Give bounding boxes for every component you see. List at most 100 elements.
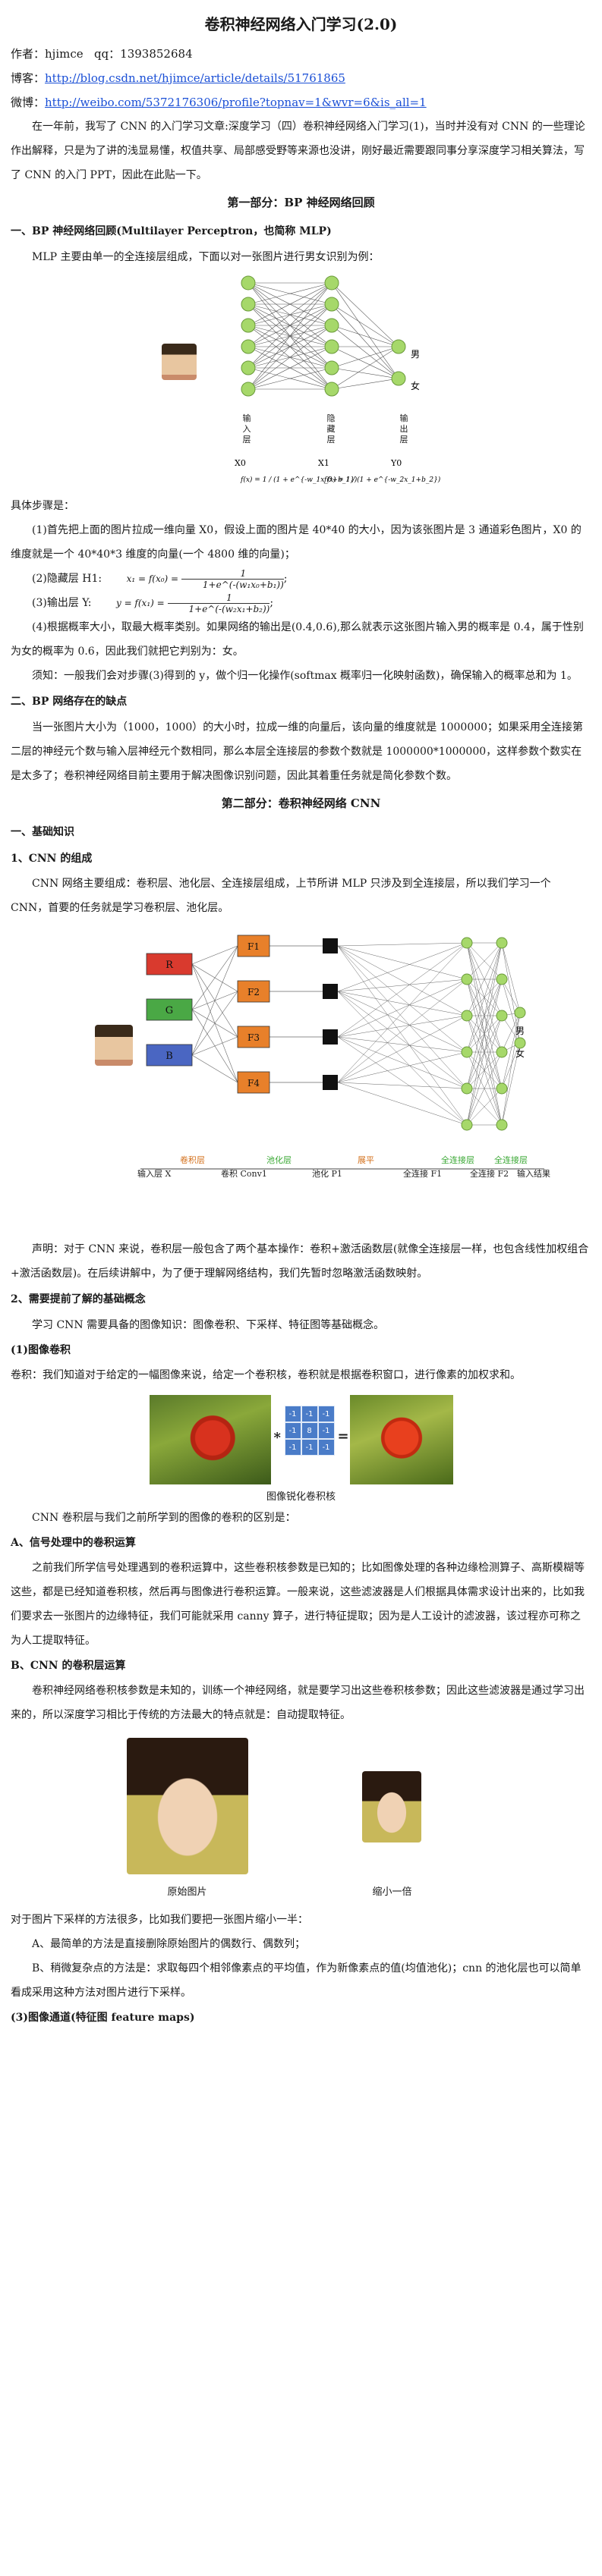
- cnn-edge: [337, 945, 467, 1089]
- mlp-neuron: [324, 297, 339, 312]
- mlp-edge: [331, 367, 399, 379]
- downsample-intro: 对于图片下采样的方法很多，比如我们要把一张图片缩小一半：: [11, 1914, 308, 1926]
- weibo-line: 微博：http://weibo.com/5372176306/profile?t…: [11, 90, 591, 115]
- mlp-nodes: [241, 275, 405, 397]
- cnn-neuron: [461, 1010, 472, 1022]
- cnn-flow-label: 全连接层: [441, 1154, 474, 1165]
- mlp-neuron: [391, 339, 405, 354]
- cnn-edge: [337, 945, 467, 1016]
- cnn-edge: [501, 979, 520, 1013]
- cnn-neuron: [496, 973, 507, 985]
- cnn-edge: [337, 1015, 467, 1083]
- kernel-cell: 8: [301, 1422, 318, 1439]
- mlp-neuron: [324, 360, 339, 375]
- cnn-flow-label: 输入层 X: [137, 1168, 171, 1179]
- channel-b-label: B: [165, 1051, 173, 1062]
- signal-conv-heading: A、信号处理中的卷积运算: [11, 1537, 136, 1549]
- blog-label: 博客：: [11, 71, 46, 85]
- cnn-edge: [466, 942, 502, 1016]
- c1-sub-heading: 1、CNN 的组成: [11, 853, 93, 865]
- mlp-edge: [331, 378, 399, 390]
- cnn-edges: [191, 942, 520, 1126]
- f1-formula: f(x) = 1 / (1 + e^{-w_1x_0+b_1}): [240, 476, 358, 484]
- hidden-formula-num: 1: [240, 568, 247, 579]
- downsample-method-a: A、最简单的方法是直接删除原始图片的偶数行、偶数列；: [32, 1938, 306, 1950]
- cnn-flow-label: 卷积 Conv1: [221, 1168, 267, 1179]
- cnn-flow-label: 展平: [358, 1155, 374, 1165]
- cnn-edge: [337, 1015, 467, 1038]
- cnn-edge: [466, 942, 502, 1053]
- output-female-label: 女: [411, 380, 420, 391]
- pooled-map-block: [322, 938, 338, 953]
- mlp-diagram: 男 女 X0 X1 Y0 f(x) = 1 / (1 + e^{-w_1x_0+…: [235, 275, 440, 484]
- hidden-formula-lhs: x₁ = f(x₀) =: [126, 573, 179, 584]
- weibo-link[interactable]: http://weibo.com/5372176306/profile?topn…: [45, 96, 427, 109]
- cnn-neuron: [461, 973, 472, 985]
- kernel-cell: -1: [317, 1406, 335, 1422]
- cnn-edge: [501, 1012, 520, 1089]
- cnn-neuron: [496, 937, 507, 949]
- mlp-edge: [331, 325, 399, 347]
- cnn-edge: [337, 942, 467, 1083]
- face-photo-icon: [161, 344, 197, 380]
- cnn-neuron: [461, 1082, 472, 1095]
- cnn-flow-label: 输入结果: [517, 1168, 550, 1179]
- cnn-edge: [191, 991, 238, 1056]
- mlp-edge: [331, 346, 399, 369]
- cnn-edge: [337, 1051, 467, 1083]
- cnn-neuron: [461, 937, 472, 949]
- c2-heading: 2、需要提前了解的基础概念: [11, 1293, 146, 1305]
- cnn-flow-label: 全连接 F2: [470, 1168, 509, 1179]
- feature-map-block: [237, 980, 269, 1003]
- cnn-edge: [466, 1015, 502, 1126]
- blog-link[interactable]: http://blog.csdn.net/hjimce/article/deta…: [45, 71, 345, 85]
- weibo-label: 微博：: [11, 96, 46, 109]
- kernel-cell: -1: [301, 1439, 318, 1456]
- feature-map-block: [237, 1071, 269, 1094]
- mlp-edge: [247, 282, 332, 369]
- input-layer-label: 输入层: [242, 413, 251, 445]
- hidden-layer-label: 隐藏层: [326, 413, 336, 445]
- step1: (1)首先把上面的图片拉成一维向量 X0，假设上面的图片是 40*40 的大小，…: [11, 524, 582, 561]
- cnn-edge: [501, 1042, 520, 1126]
- cnn-edge: [466, 1051, 502, 1126]
- mlp-neuron: [241, 382, 255, 397]
- author-name: hjimce: [45, 47, 84, 61]
- face-photo-icon: [94, 1025, 133, 1066]
- multiply-sign: *: [273, 1430, 281, 1446]
- mlp-edge: [331, 282, 399, 379]
- cnn-neuron: [496, 1010, 507, 1022]
- mlp-edge: [247, 282, 332, 305]
- s1-lead: MLP 主要由单一的全连接层组成，下面以对一张图片进行男女识别为例：: [32, 251, 380, 263]
- cnn-neuron: [496, 1119, 507, 1131]
- c2-lead: 学习 CNN 需要具备的图像知识：图像卷积、下采样、特征图等基础概念。: [32, 1319, 385, 1331]
- part1-heading: 第一部分：BP 神经网络回顾: [227, 196, 375, 209]
- mlp-edge: [247, 282, 332, 390]
- mlp-edge: [247, 303, 332, 390]
- mlp-neuron: [324, 339, 339, 354]
- cnn-neuron: [496, 1046, 507, 1058]
- qq-label: qq：: [93, 47, 121, 61]
- feature-map-block: [237, 935, 269, 957]
- cnn-edge: [337, 1082, 467, 1089]
- cnn-edge: [191, 1054, 238, 1083]
- downsample-figure: 原始图片 缩小一倍: [13, 1730, 590, 1905]
- article: 卷积神经网络入门学习(2.0) 作者：hjimce qq：1393852684 …: [0, 12, 602, 2031]
- y0-label: Y0: [390, 458, 402, 468]
- mlp-neuron: [241, 297, 255, 312]
- kernel-cell: -1: [284, 1439, 301, 1456]
- channel-g-label: G: [165, 1005, 172, 1016]
- x1-label: X1: [318, 458, 329, 468]
- half-size-face-photo: [361, 1771, 421, 1842]
- half-size-caption: 缩小一倍: [372, 1886, 412, 1898]
- conv-definition: 卷积：我们知道对于给定的一幅图像来说，给定一个卷积核，卷积就是根据卷积窗口，进行…: [11, 1369, 521, 1381]
- cnn-edge: [337, 945, 467, 1126]
- downsample-method-b: B、稍微复杂点的方法是：求取每四个相邻像素点的平均值，作为新像素点的值(均值池化…: [11, 1962, 582, 1999]
- s1-heading: 一、BP 神经网络回顾(Multilayer Perceptron，也简称 ML…: [11, 225, 332, 237]
